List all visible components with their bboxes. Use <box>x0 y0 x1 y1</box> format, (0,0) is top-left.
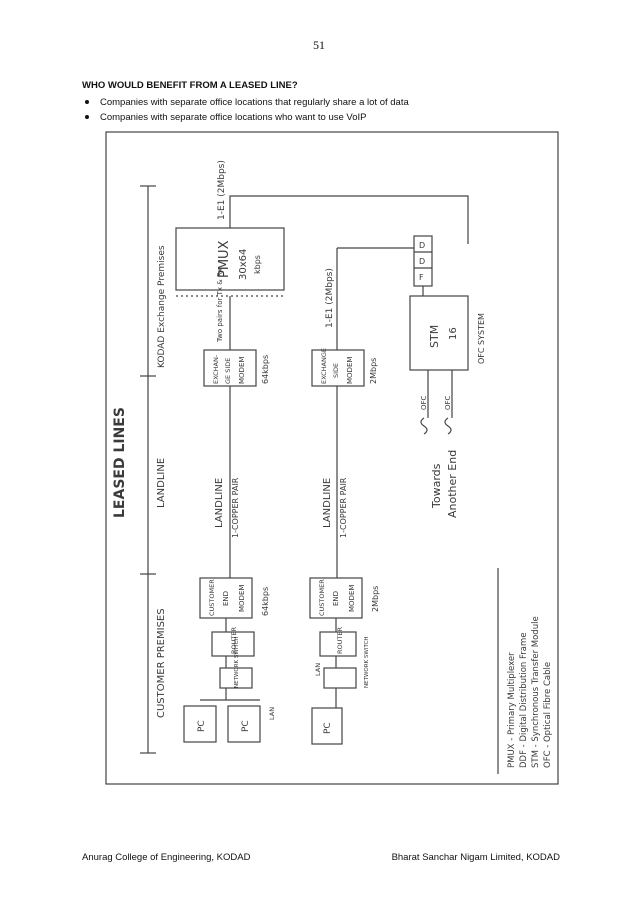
customer-modem-2-line3: MODEM <box>348 585 356 612</box>
bullet-item: Companies with separate office locations… <box>82 110 409 125</box>
towards-line1: Towards <box>430 463 443 509</box>
exchange-modem-2-line3: MODEM <box>346 357 354 384</box>
diagram-title: LEASED LINES <box>112 407 128 518</box>
ddf-letter-1: D <box>419 241 425 250</box>
section-heading: WHO WOULD BENEFIT FROM A LEASED LINE? <box>82 80 298 91</box>
landline-1-label: LANDLINE <box>214 478 225 528</box>
stm-name: STM <box>428 325 441 348</box>
e1-link-2-label: 1-E1 (2Mbps) <box>325 268 335 328</box>
customer-modem-2-rate: 2Mbps <box>371 586 380 612</box>
exchange-modem-2-line2: SIDE <box>332 363 340 378</box>
exchange-modem-2-rate: 2Mbps <box>369 358 378 384</box>
bullet-list: Companies with separate office locations… <box>82 95 409 125</box>
legend-line-2: DDF - Digital Distribution Frame <box>519 633 529 769</box>
exchange-modem-2-line1: EXCHANGE <box>320 348 328 384</box>
ofc-system-label: OFC SYSTEM <box>477 313 486 364</box>
customer-modem-1-line3: MODEM <box>238 585 246 612</box>
exchange-modem-1-line2: GE SIDE <box>224 358 232 384</box>
diagram-frame <box>105 131 559 785</box>
switch-1-label: NETWORK SWITCH <box>234 637 240 688</box>
bullet-item: Companies with separate office locations… <box>82 95 409 110</box>
leased-line-diagram: LEASED LINES KODAD Exchange Premises LAN… <box>88 128 564 792</box>
e1-link-top <box>229 195 469 244</box>
customer-modem-1-rate: 64kbps <box>261 587 270 616</box>
footer-college: Anurag College of Engineering, KODAD <box>82 852 251 863</box>
ddf-letter-3: F <box>419 273 424 282</box>
ofc-label-2: OFC <box>444 395 452 410</box>
router-1 <box>211 631 255 657</box>
landline-2-label: LANDLINE <box>322 478 333 528</box>
switch-2 <box>323 667 357 689</box>
customer-modem-1-line2: END <box>222 591 230 606</box>
exchange-modem-1-rate: 64kbps <box>261 355 270 384</box>
pc-1a <box>183 705 217 743</box>
exchange-modem-1-line3: MODEM <box>238 357 246 384</box>
towards-line2: Another End <box>446 450 459 518</box>
ofc-label-1: OFC <box>420 395 428 410</box>
customer-modem-2-line2: END <box>332 591 340 606</box>
pc-2 <box>311 707 343 745</box>
ofc-brace <box>420 417 428 435</box>
legend-line-1: PMUX - Primary Multiplexer <box>507 652 517 768</box>
stm-box <box>409 295 469 371</box>
pmux-unit: kbps <box>253 255 262 274</box>
landline-1-sub: 1-COPPER PAIR <box>231 477 240 538</box>
switch-2-label: NETWORK SWITCH <box>364 637 370 688</box>
pmux-name: PMUX <box>217 240 232 278</box>
switch-1 <box>219 667 253 689</box>
footer-organization: Bharat Sanchar Nigam Limited, KODAD <box>391 852 560 863</box>
router-1-label: ROUTER <box>230 627 238 654</box>
legend-line-3: STM - Synchronous Transfer Module <box>531 616 541 768</box>
stm-level: 16 <box>448 327 459 340</box>
pc-1a-label: PC <box>197 720 207 732</box>
pc-1b <box>227 705 261 743</box>
zone-landline-label: LANDLINE <box>156 458 167 508</box>
router-2 <box>319 631 357 657</box>
top-link-label: 1-E1 (2Mbps) <box>217 160 227 220</box>
pc-2-label: PC <box>323 722 333 734</box>
router-2-label: ROUTER <box>336 627 344 654</box>
customer-modem-1-line1: CUSTOMER <box>208 579 216 616</box>
exchange-modem-2 <box>311 349 365 387</box>
legend-line-4: OFC - Optical Fibre Cable <box>543 662 553 768</box>
zone-exchange-label: KODAD Exchange Premises <box>157 245 167 368</box>
page-number: 51 <box>313 38 325 52</box>
pc-1b-label: PC <box>241 720 251 732</box>
ddf-letter-2: D <box>419 257 425 266</box>
lan-2-label: LAN <box>314 663 322 676</box>
exchange-modem-1-line1: EXCHAN- <box>212 354 220 384</box>
landline-2-sub: 1-COPPER PAIR <box>339 477 348 538</box>
two-pairs-label: Two pairs for Tx & Rx <box>216 268 224 343</box>
customer-modem-2-line1: CUSTOMER <box>318 579 326 616</box>
pmux-spec: 30x64 <box>238 249 249 280</box>
lan-1-label: LAN <box>268 707 276 720</box>
zone-customer-label: CUSTOMER PREMISES <box>156 608 167 718</box>
